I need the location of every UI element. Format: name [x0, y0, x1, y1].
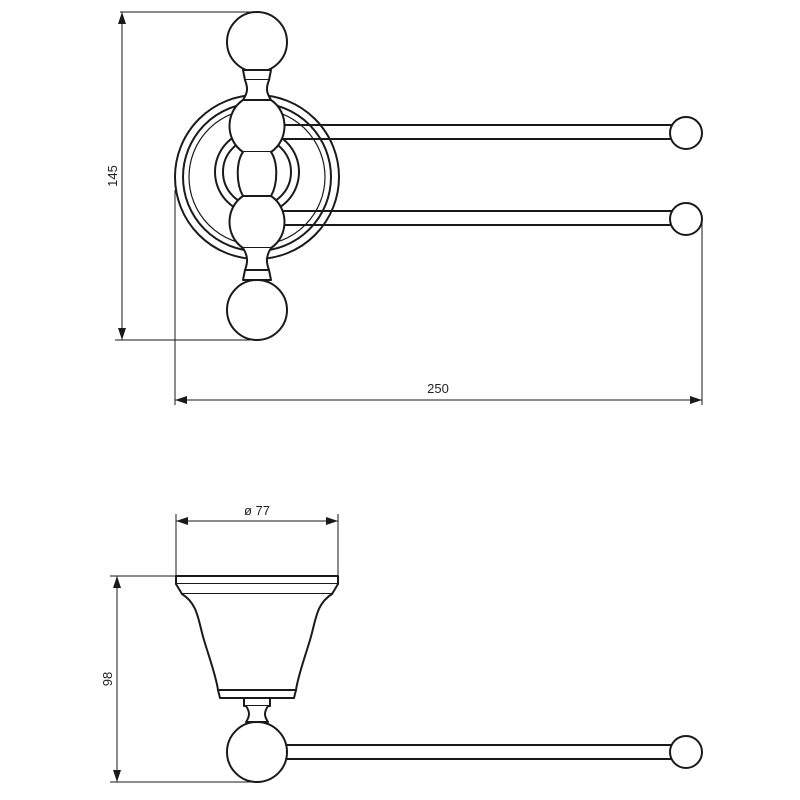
side-view: ø 77 98	[100, 503, 703, 783]
vertical-post	[226, 11, 288, 341]
height-label-145: 145	[105, 165, 120, 187]
base-flange	[175, 575, 339, 595]
diameter-dimension-side: ø 77	[175, 503, 339, 576]
diameter-label-77: ø 77	[244, 503, 270, 518]
bell-body	[181, 593, 333, 699]
height-label-98: 98	[100, 672, 115, 686]
side-towel-arm	[279, 735, 703, 769]
side-pivot-ball	[226, 721, 288, 783]
height-dimension-front: 145	[105, 11, 250, 341]
side-neck	[243, 697, 271, 723]
front-view: 145 250	[105, 11, 703, 405]
width-label-250: 250	[427, 381, 449, 396]
width-dimension-front: 250	[174, 190, 703, 405]
lower-towel-arm	[277, 202, 703, 236]
height-dimension-side: 98	[100, 575, 257, 783]
upper-towel-arm	[277, 116, 703, 150]
